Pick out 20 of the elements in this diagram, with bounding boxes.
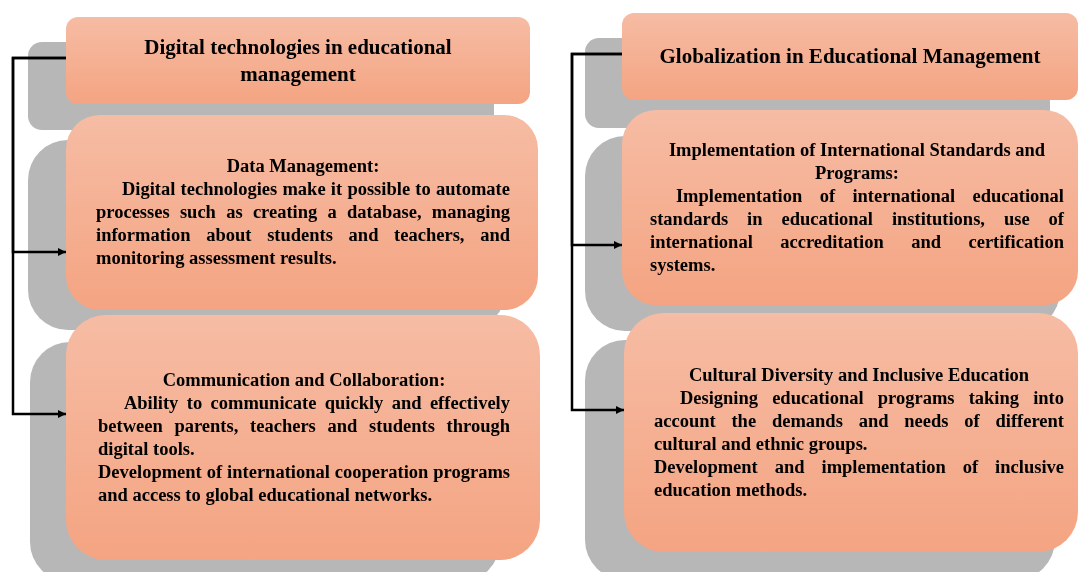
heading-box [66,17,530,104]
arrow [570,52,624,414]
description-text: Development and implementation of inclusive education methods. [654,455,1064,502]
heading-text: Globalization in Educational Management [658,43,1042,70]
process-box [624,313,1078,552]
description-text: Implementation of international educational standards in educational institutions, use of international accreditation and certification systems. [650,184,1064,277]
heading-box [622,13,1078,100]
section-title: Implementation of International Standards and Programs: [667,138,1047,185]
description-text: Designing educational programs taking into account the demands and needs of different cultural and ethnic groups. [654,386,1064,456]
process-box [66,115,538,310]
description-text: Development of international cooperation programs and access to global educational networks. [98,460,510,507]
section-title: Data Management: [225,155,381,178]
description-text: Digital technologies make it possible to automate processes such as creating a database, managing information about students and teachers, and monitoring assessment results. [96,178,510,270]
arrow [11,56,66,418]
description-text: Ability to communicate quickly and effectively between parents, teachers and students through digital tools. [98,391,510,461]
section-title: Cultural Diversity and Inclusive Education [687,363,1031,387]
heading-text: Digital technologies in educational management [143,33,453,88]
process-box [66,315,540,560]
process-box [622,110,1078,305]
section-title: Communication and Collaboration: [161,368,447,392]
